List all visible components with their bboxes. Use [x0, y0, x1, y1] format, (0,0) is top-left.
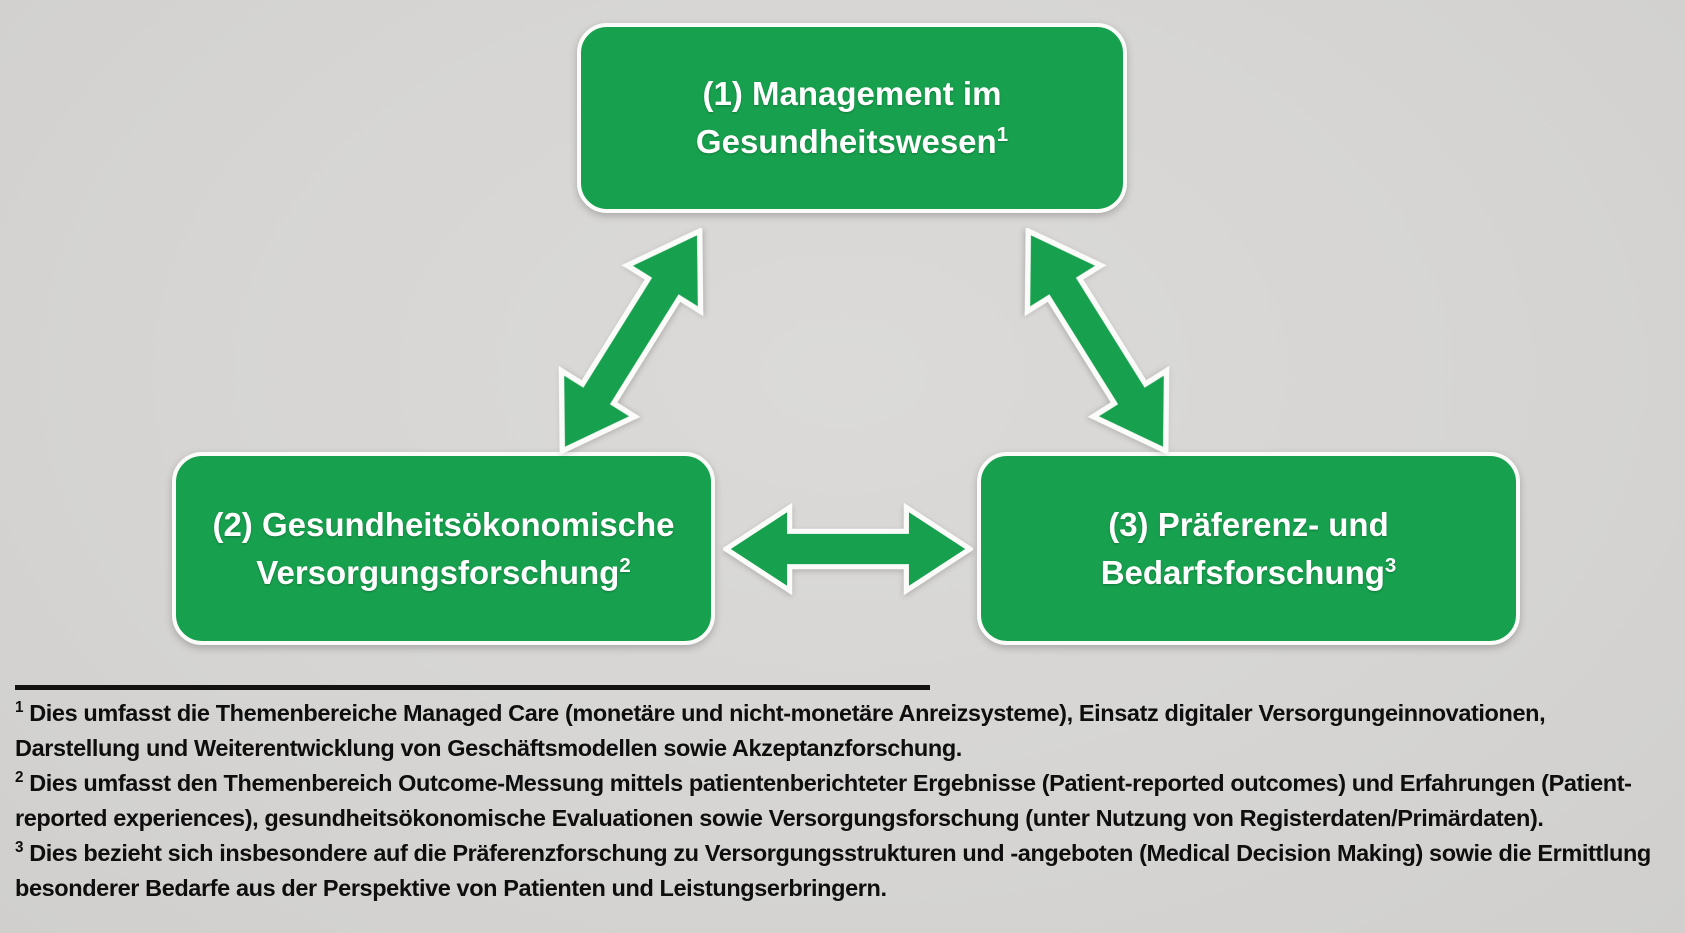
- node-label-line1: (1) Management im: [702, 75, 1002, 113]
- double-arrow-icon-node1-node2: [515, 200, 748, 483]
- node-gesundheitsoekonomische-versorgungsforschung: (2) Gesundheitsökonomische Versorgungsfo…: [172, 452, 715, 645]
- footnote-2-text: Dies umfasst den Themenbereich Outcome-M…: [15, 770, 1632, 831]
- footnote-2-marker: 2: [15, 769, 24, 787]
- footnote-1-text: Dies umfasst die Themenbereiche Managed …: [15, 700, 1546, 761]
- footnote-3-marker: 3: [15, 839, 24, 857]
- node-footnote-ref: 2: [619, 553, 631, 577]
- node-label: (2) Gesundheitsökonomische Versorgungsfo…: [212, 501, 674, 597]
- footnotes-block: 1 Dies umfasst die Themenbereiche Manage…: [15, 696, 1670, 906]
- footnote-3: 3 Dies bezieht sich insbesondere auf die…: [15, 836, 1670, 906]
- node-label: (1) Management im Gesundheitswesen1: [696, 70, 1008, 166]
- node-praeferenz-und-bedarfsforschung: (3) Präferenz- und Bedarfsforschung3: [977, 452, 1520, 645]
- double-arrow-icon-node2-node3: [723, 497, 973, 601]
- node-label-line1: (3) Präferenz- und: [1108, 505, 1389, 543]
- node-footnote-ref: 1: [996, 123, 1009, 146]
- node-label-line2: Bedarfsforschung: [1100, 553, 1385, 591]
- node-label-line2: Gesundheitswesen: [695, 123, 997, 160]
- node-label-line2: Versorgungsforschung: [256, 553, 620, 591]
- footnote-2: 2 Dies umfasst den Themenbereich Outcome…: [15, 766, 1670, 836]
- node-footnote-ref: 3: [1384, 553, 1397, 577]
- node-management-im-gesundheitswesen: (1) Management im Gesundheitswesen1: [577, 23, 1127, 213]
- node-label-line1: (2) Gesundheitsökonomische: [212, 505, 675, 543]
- footnote-3-text: Dies bezieht sich insbesondere auf die P…: [15, 840, 1651, 901]
- footnote-1-marker: 1: [15, 699, 24, 717]
- footnote-divider-line: [15, 685, 930, 690]
- node-label: (3) Präferenz- und Bedarfsforschung3: [1101, 501, 1397, 597]
- footnote-1: 1 Dies umfasst die Themenbereiche Manage…: [15, 696, 1670, 766]
- double-arrow-icon-node1-node3: [981, 200, 1214, 483]
